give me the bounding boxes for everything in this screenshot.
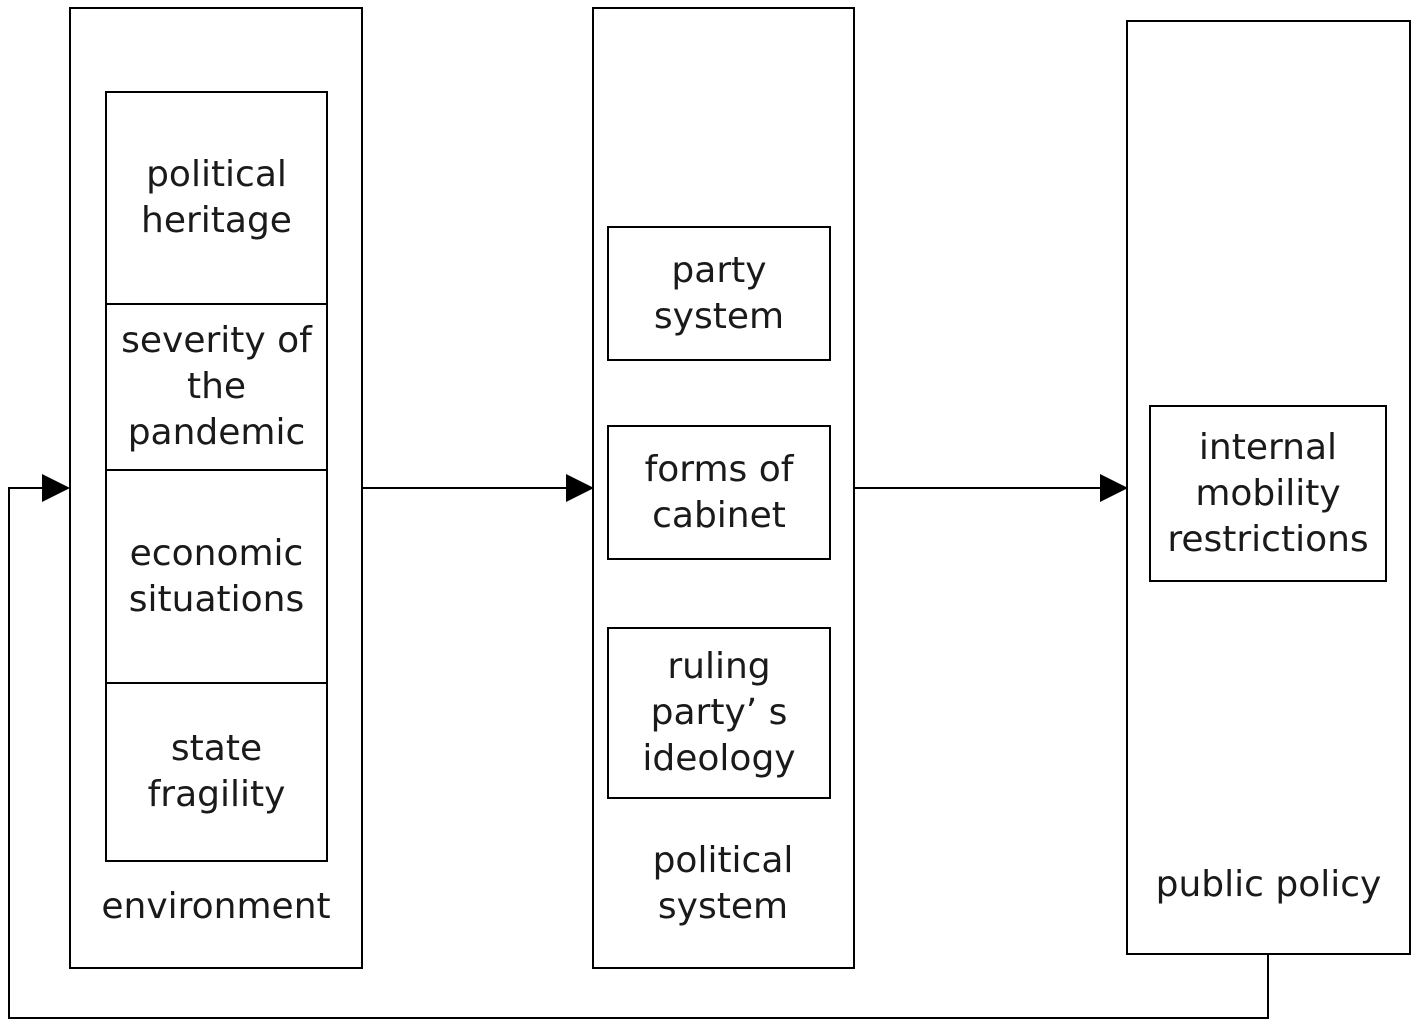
- feedback-arrow-public-policy-to-environment: [8, 474, 1269, 1019]
- factor-label: severity of the pandemic: [121, 320, 312, 453]
- political-system-factor-ruling-party-ideology: ruling party’ s ideology: [607, 627, 831, 799]
- political-system-factor-forms-of-cabinet: forms of cabinet: [607, 425, 831, 560]
- factor-label: state fragility: [147, 728, 286, 815]
- environment-label: environment: [101, 886, 331, 927]
- factor-label: party system: [653, 249, 785, 337]
- public-policy-label: public policy: [1155, 864, 1382, 905]
- public-policy-factor-internal-mobility-restrictions: internal mobility restrictions: [1149, 405, 1387, 582]
- factor-label: ruling party’ s ideology: [642, 646, 796, 779]
- factor-label: economic situations: [128, 532, 305, 620]
- factor-label: political heritage: [141, 154, 292, 241]
- political-system-label: political system: [652, 840, 794, 927]
- arrow-political-system-to-public-policy: [854, 474, 1128, 502]
- environment-factor-state-fragility: state fragility: [105, 682, 328, 862]
- factor-label: internal mobility restrictions: [1167, 426, 1369, 560]
- environment-factor-economic-situations: economic situations: [105, 469, 328, 684]
- political-system-factor-party-system: party system: [607, 226, 831, 361]
- environment-factor-political-heritage: political heritage: [105, 91, 328, 305]
- environment-factor-severity-of-the-pandemic: severity of the pandemic: [105, 303, 328, 471]
- arrow-environment-to-political-system: [362, 474, 594, 502]
- factor-label: forms of cabinet: [644, 448, 794, 536]
